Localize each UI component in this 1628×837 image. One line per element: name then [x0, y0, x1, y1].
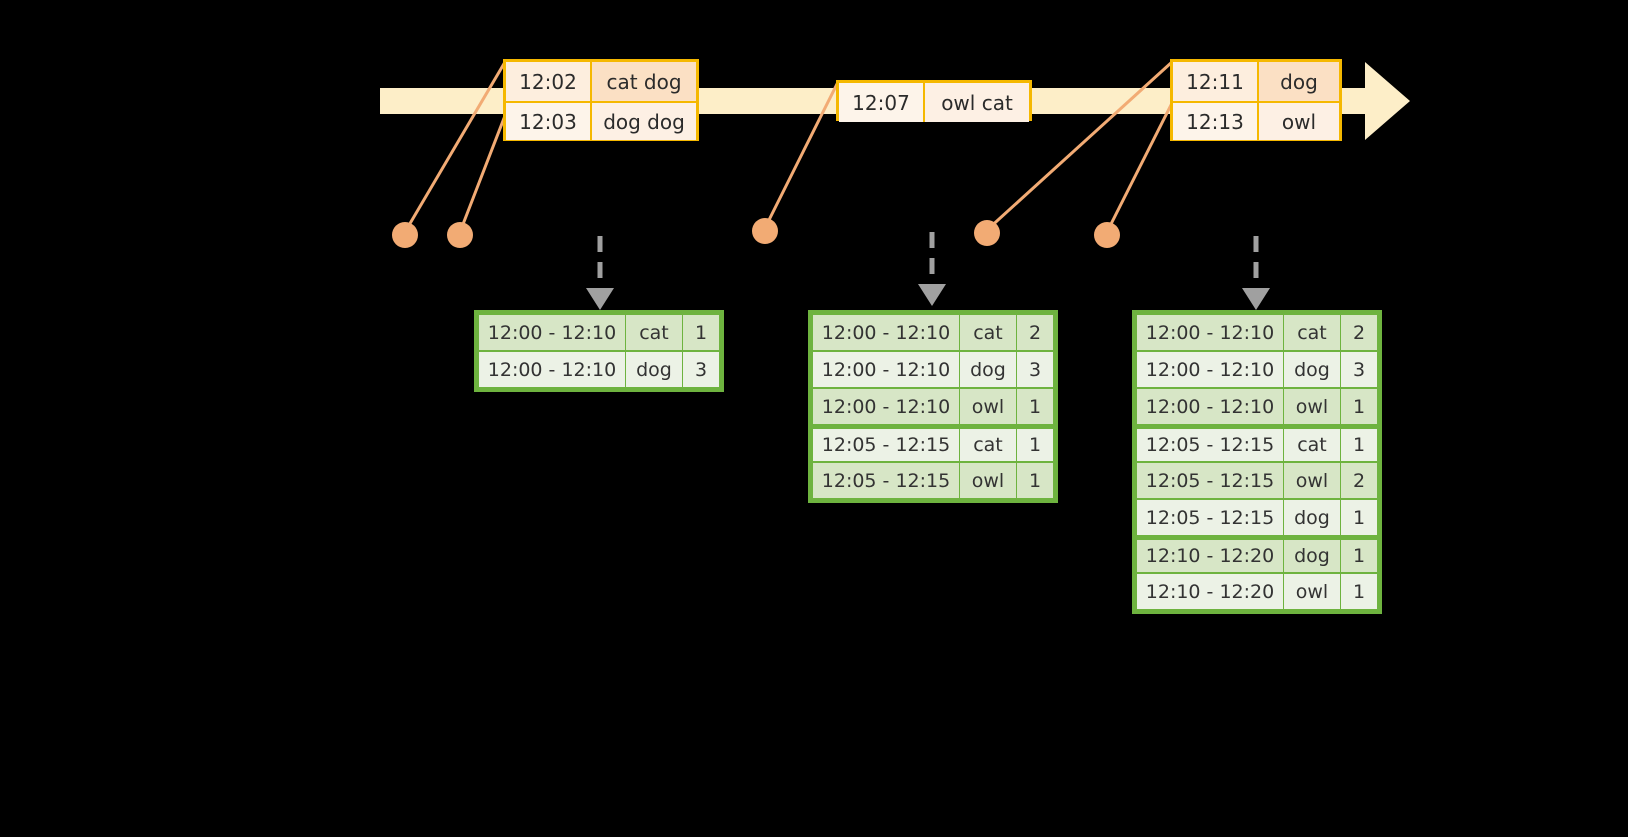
cell-count: 1 [1341, 540, 1377, 572]
connector-dot-1 [392, 222, 418, 248]
dashed-arrow-head-1 [586, 288, 614, 310]
event-words: dog dog [592, 103, 696, 140]
event-row[interactable]: 12:02 cat dog [506, 62, 696, 101]
connector-dot-2 [447, 222, 473, 248]
cell-count: 2 [1341, 315, 1377, 350]
event-box-group-2[interactable]: 12:07 owl cat [836, 80, 1032, 122]
event-time: 12:03 [506, 103, 592, 140]
cell-window: 12:00 - 12:10 [1137, 315, 1283, 350]
cell-window: 12:10 - 12:20 [1137, 540, 1283, 572]
cell-count: 3 [683, 352, 719, 387]
connector-dot-5 [1094, 222, 1120, 248]
cell-window: 12:00 - 12:10 [479, 352, 625, 387]
cell-window: 12:00 - 12:10 [1137, 352, 1283, 387]
cell-window: 12:00 - 12:10 [813, 389, 959, 424]
event-row[interactable]: 12:13 owl [1173, 101, 1339, 140]
cell-key: owl [960, 463, 1016, 498]
cell-count: 1 [1341, 429, 1377, 461]
cell-count: 1 [1341, 574, 1377, 609]
cell-key: dog [1284, 500, 1340, 535]
cell-key: owl [1284, 389, 1340, 424]
connector-line-1 [403, 61, 507, 233]
cell-count: 1 [1017, 389, 1053, 424]
cell-count: 1 [1017, 463, 1053, 498]
event-time: 12:02 [506, 62, 592, 101]
cell-key: dog [1284, 540, 1340, 572]
cell-key: cat [1284, 429, 1340, 461]
event-time: 12:07 [839, 83, 925, 122]
event-words: cat dog [592, 62, 696, 101]
dashed-arrow-heads [586, 284, 1270, 310]
cell-count: 1 [1017, 429, 1053, 461]
cell-key: cat [626, 315, 682, 350]
cell-key: dog [1284, 352, 1340, 387]
connector-line-3 [763, 81, 840, 229]
cell-window: 12:05 - 12:15 [1137, 463, 1283, 498]
cell-count: 3 [1341, 352, 1377, 387]
cell-key: cat [960, 315, 1016, 350]
connector-dot-4 [974, 220, 1000, 246]
event-time: 12:13 [1173, 103, 1259, 140]
cell-key: cat [1284, 315, 1340, 350]
event-box-group-3[interactable]: 12:11 dog 12:13 owl [1170, 59, 1342, 141]
connector-dot-3 [752, 218, 778, 244]
event-time: 12:11 [1173, 62, 1259, 101]
cell-window: 12:05 - 12:15 [813, 429, 959, 461]
cell-window: 12:05 - 12:15 [1137, 429, 1283, 461]
cell-window: 12:00 - 12:10 [479, 315, 625, 350]
cell-window: 12:00 - 12:10 [813, 315, 959, 350]
cell-count: 3 [1017, 352, 1053, 387]
cell-window: 12:05 - 12:15 [813, 463, 959, 498]
cell-count: 1 [1341, 500, 1377, 535]
connector-line-5 [1105, 102, 1174, 233]
event-words: owl cat [925, 83, 1029, 122]
dashed-arrows [597, 232, 1259, 288]
cell-key: cat [960, 429, 1016, 461]
cell-window: 12:00 - 12:10 [813, 352, 959, 387]
cell-key: dog [960, 352, 1016, 387]
cell-count: 2 [1341, 463, 1377, 498]
event-words: owl [1259, 103, 1339, 140]
cell-window: 12:10 - 12:20 [1137, 574, 1283, 609]
event-row[interactable]: 12:07 owl cat [839, 83, 1029, 122]
cell-key: owl [1284, 574, 1340, 609]
cell-key: owl [1284, 463, 1340, 498]
cell-count: 2 [1017, 315, 1053, 350]
event-words: dog [1259, 62, 1339, 101]
cell-key: owl [960, 389, 1016, 424]
cell-count: 1 [683, 315, 719, 350]
dashed-arrow-head-3 [1242, 288, 1270, 310]
event-box-group-1[interactable]: 12:02 cat dog 12:03 dog dog [503, 59, 699, 141]
event-row[interactable]: 12:11 dog [1173, 62, 1339, 101]
event-row[interactable]: 12:03 dog dog [506, 101, 696, 140]
dashed-arrow-head-2 [918, 284, 946, 306]
cell-count: 1 [1341, 389, 1377, 424]
cell-window: 12:05 - 12:15 [1137, 500, 1283, 535]
cell-key: dog [626, 352, 682, 387]
cell-window: 12:00 - 12:10 [1137, 389, 1283, 424]
